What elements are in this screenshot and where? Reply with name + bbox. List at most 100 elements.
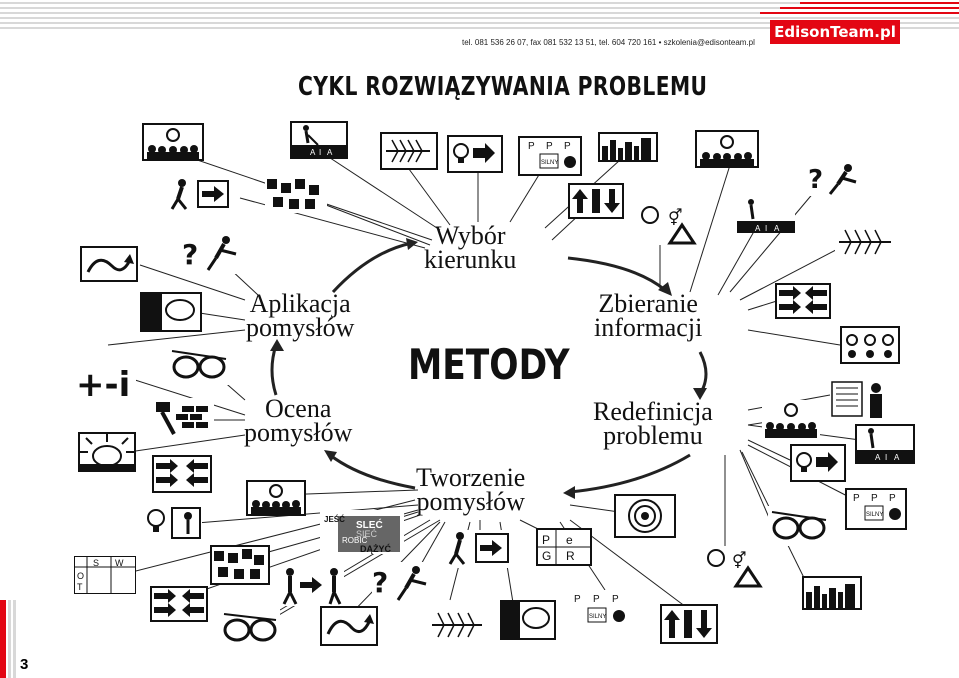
aia3-label-3: A xyxy=(894,453,900,462)
node-tworzenie-line2: pomysłów xyxy=(416,487,525,516)
lightbulbs-faces-icon xyxy=(840,326,900,364)
svg-text:?: ? xyxy=(808,165,823,195)
verb-robic: ROBIĆ xyxy=(342,536,368,545)
city-skyline-icon xyxy=(598,132,658,162)
aia2-label-3: A xyxy=(774,224,780,233)
ppp3-2: P xyxy=(871,493,878,504)
digging-person-icon-2: A I A xyxy=(737,197,795,233)
hammer-wall-icon xyxy=(152,398,214,438)
node-tworzenie-line1: Tworzenie xyxy=(416,463,526,492)
svg-text:?: ? xyxy=(372,566,388,599)
target-circles-icon xyxy=(614,494,676,538)
node-aplikacja-pomyslow: Aplikacja pomysłów xyxy=(246,289,355,342)
digging-person-icon: A I A xyxy=(290,121,348,159)
audience-lightbulb-icon-3 xyxy=(246,480,306,516)
svg-text:⚥: ⚥ xyxy=(732,551,746,570)
writing-board-person-icon xyxy=(830,378,888,420)
digging-person-icon-3: A I A xyxy=(855,424,915,464)
ppp-strong-icon-2: P P P SILNY xyxy=(566,590,630,632)
node-tworzenie-pomyslow: Tworzenie pomysłów xyxy=(416,463,526,516)
signs-warning-icon: ⚥ xyxy=(640,203,700,245)
lightbulb-arrow-icon-2 xyxy=(790,444,846,482)
fishbone-icon-2 xyxy=(835,222,897,262)
lightbulb-arrow-icon xyxy=(447,135,503,173)
header-bar: tel. 081 536 26 07, fax 081 532 13 51, t… xyxy=(0,0,959,48)
audience-lightbulb-icon xyxy=(142,123,204,161)
puzzle-pieces-icon xyxy=(265,175,327,213)
silny2-label: SILNY xyxy=(589,614,606,620)
node-aplikacja-line1: Aplikacja xyxy=(249,289,351,318)
center-label-metody: METODY xyxy=(408,340,570,389)
node-aplikacja-line2: pomysłów xyxy=(246,313,355,342)
left-accent-bar xyxy=(0,600,16,678)
peg-e: e xyxy=(566,533,573,547)
fishbone-icon-3 xyxy=(428,606,488,644)
aia-label-3: A xyxy=(327,148,333,157)
runner-arrow-icon-2 xyxy=(448,530,510,568)
verb-dazyc: DĄŻYĆ xyxy=(360,543,391,554)
ppp3-3: P xyxy=(889,493,896,504)
up-down-arrows-icon-2 xyxy=(660,604,718,644)
page-number: 3 xyxy=(20,656,29,673)
question-runner-icon-3: ? xyxy=(372,562,432,602)
verb-siec: SIEĆ xyxy=(356,529,378,539)
node-wybor-line1: Wybór xyxy=(434,221,506,250)
swot-w: W xyxy=(115,558,124,568)
page-title: CYKL ROZWIĄZYWANIA PROBLEMU xyxy=(298,72,708,102)
broken-glasses-icon-3 xyxy=(768,506,830,546)
company-logo: EdisonTeam.pl xyxy=(770,20,900,44)
silny3-label: SILNY xyxy=(866,512,883,518)
node-ocena-line1: Ocena xyxy=(264,394,332,423)
ppp-2: P xyxy=(546,141,553,152)
puzzle-pieces-icon-2 xyxy=(210,545,270,585)
ppp3-1: P xyxy=(853,493,860,504)
node-ocena-pomyslow: Ocena pomysłów xyxy=(244,394,353,447)
converging-arrows-icon-2 xyxy=(150,586,208,622)
peg-g: G xyxy=(542,549,551,563)
node-redefinicja-line2: problemu xyxy=(603,421,703,450)
contact-line: tel. 081 536 26 07, fax 081 532 13 51, t… xyxy=(462,38,755,47)
node-ocena-line2: pomysłów xyxy=(244,418,353,447)
lightbulb-person-icon xyxy=(144,504,202,542)
verbs-list-icon: JEŚĆ SLEĆ SIEĆ ROBIĆ DĄŻYĆ xyxy=(320,510,404,554)
ppp2-1: P xyxy=(574,594,581,605)
header-stripes xyxy=(0,0,959,30)
fishbone-icon xyxy=(380,132,438,170)
fist-smash-icon xyxy=(78,432,136,472)
broken-glasses-icon-2 xyxy=(220,606,280,646)
verb-slec: SLEĆ xyxy=(356,518,383,531)
audience-lightbulb-icon-4 xyxy=(762,400,820,438)
peg-p: P xyxy=(542,533,550,547)
plus-minus-info-icon: +-i xyxy=(76,366,136,402)
broken-glasses-icon xyxy=(168,345,230,385)
verb-jesc: JEŚĆ xyxy=(324,515,345,524)
swot-grid-icon: S W O T xyxy=(74,556,136,594)
node-redefinicja-line1: Redefinicja xyxy=(593,397,713,426)
node-wybor-kierunku: Wybór kierunku xyxy=(424,221,516,273)
question-runner-icon: ? xyxy=(806,160,862,196)
ppp-3: P xyxy=(564,141,571,152)
svg-text:?: ? xyxy=(182,238,198,271)
ppp-strong-icon-3: P P P SILNY xyxy=(845,488,907,530)
walking-arrow-person-icon xyxy=(280,566,344,606)
aia3-label-1: A xyxy=(875,453,881,462)
ppp-1: P xyxy=(528,141,535,152)
ppp2-3: P xyxy=(612,594,619,605)
runner-arrow-icon xyxy=(170,177,230,211)
aia-label-2: I xyxy=(319,148,321,157)
converging-arrows-icon-3 xyxy=(775,283,831,319)
question-runner-icon-2: ? xyxy=(180,232,242,274)
swot-t: T xyxy=(77,582,83,592)
aia-label-1: A xyxy=(310,148,316,157)
peg-grid-icon: P e G R xyxy=(536,528,592,566)
city-skyline-icon-2 xyxy=(802,576,862,610)
up-down-arrows-icon xyxy=(568,183,624,219)
aia2-label-2: I xyxy=(765,224,767,233)
aia3-label-2: I xyxy=(885,453,887,462)
converging-arrows-icon xyxy=(152,455,212,493)
swot-s: S xyxy=(93,558,99,568)
ppp2-2: P xyxy=(593,594,600,605)
signs-warning-icon-2: ⚥ xyxy=(706,546,766,588)
swirl-arrow-icon xyxy=(80,246,138,282)
swot-o: O xyxy=(77,571,84,581)
